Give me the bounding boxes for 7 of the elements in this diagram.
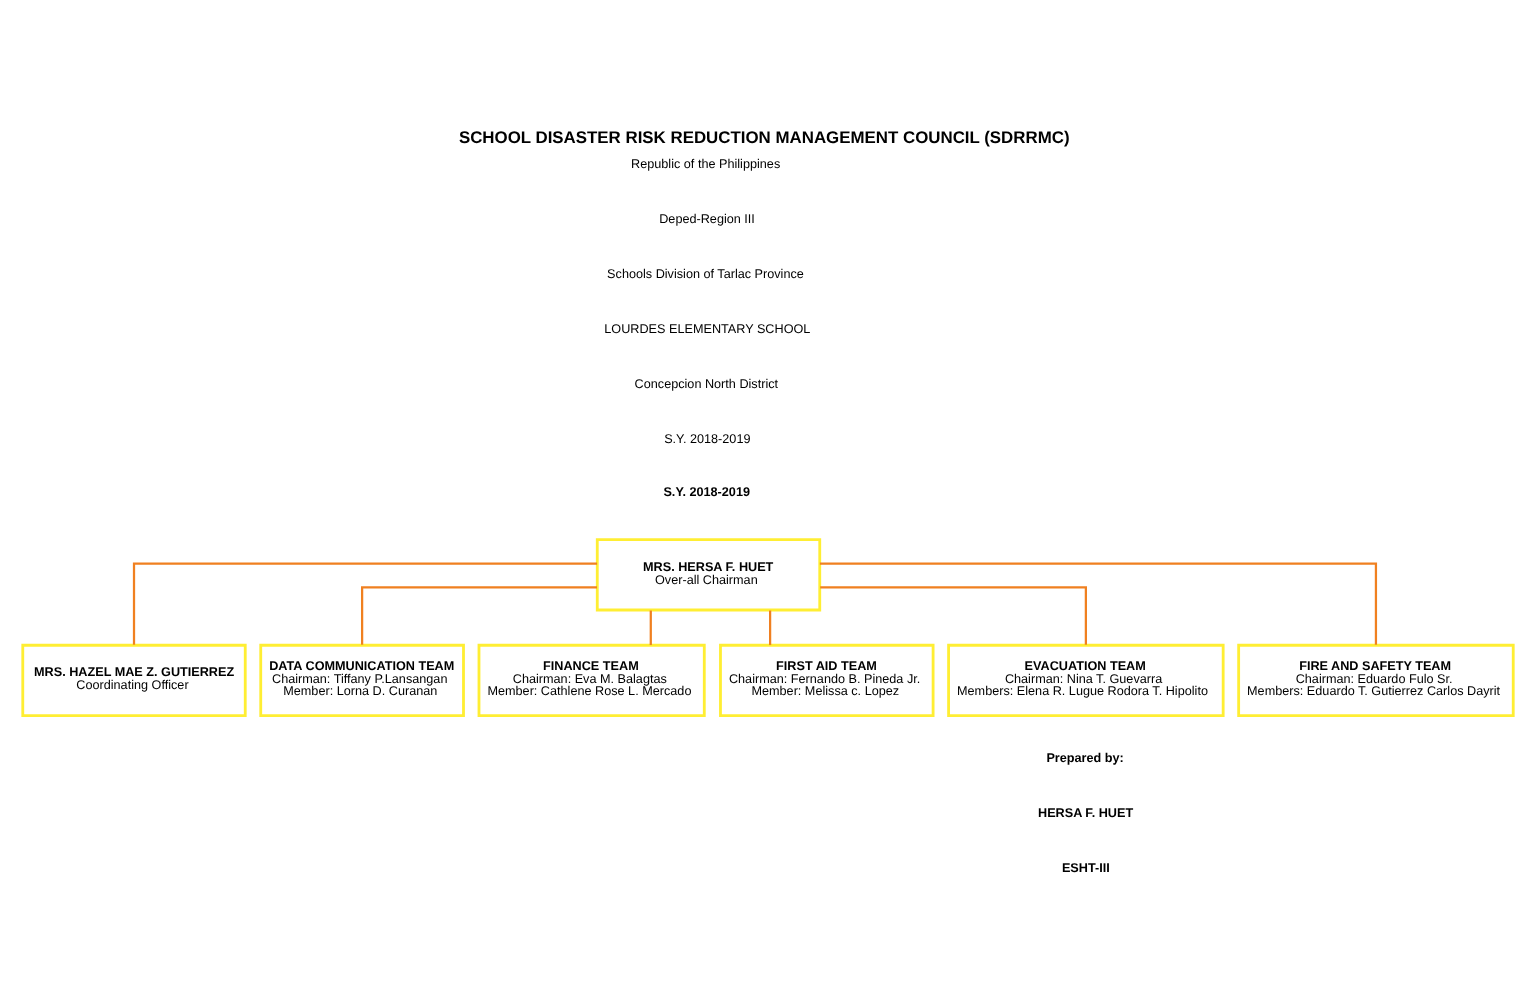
connector: [649, 610, 652, 646]
connector: [820, 586, 1087, 645]
connector: [769, 610, 772, 646]
connector: [819, 562, 1378, 645]
connector: [361, 586, 597, 645]
connector: [132, 562, 598, 645]
diagram-title: SCHOOL DISASTER RISK REDUCTION MANAGEMENT COUNCIL (SDRRMC): [458, 127, 1070, 148]
